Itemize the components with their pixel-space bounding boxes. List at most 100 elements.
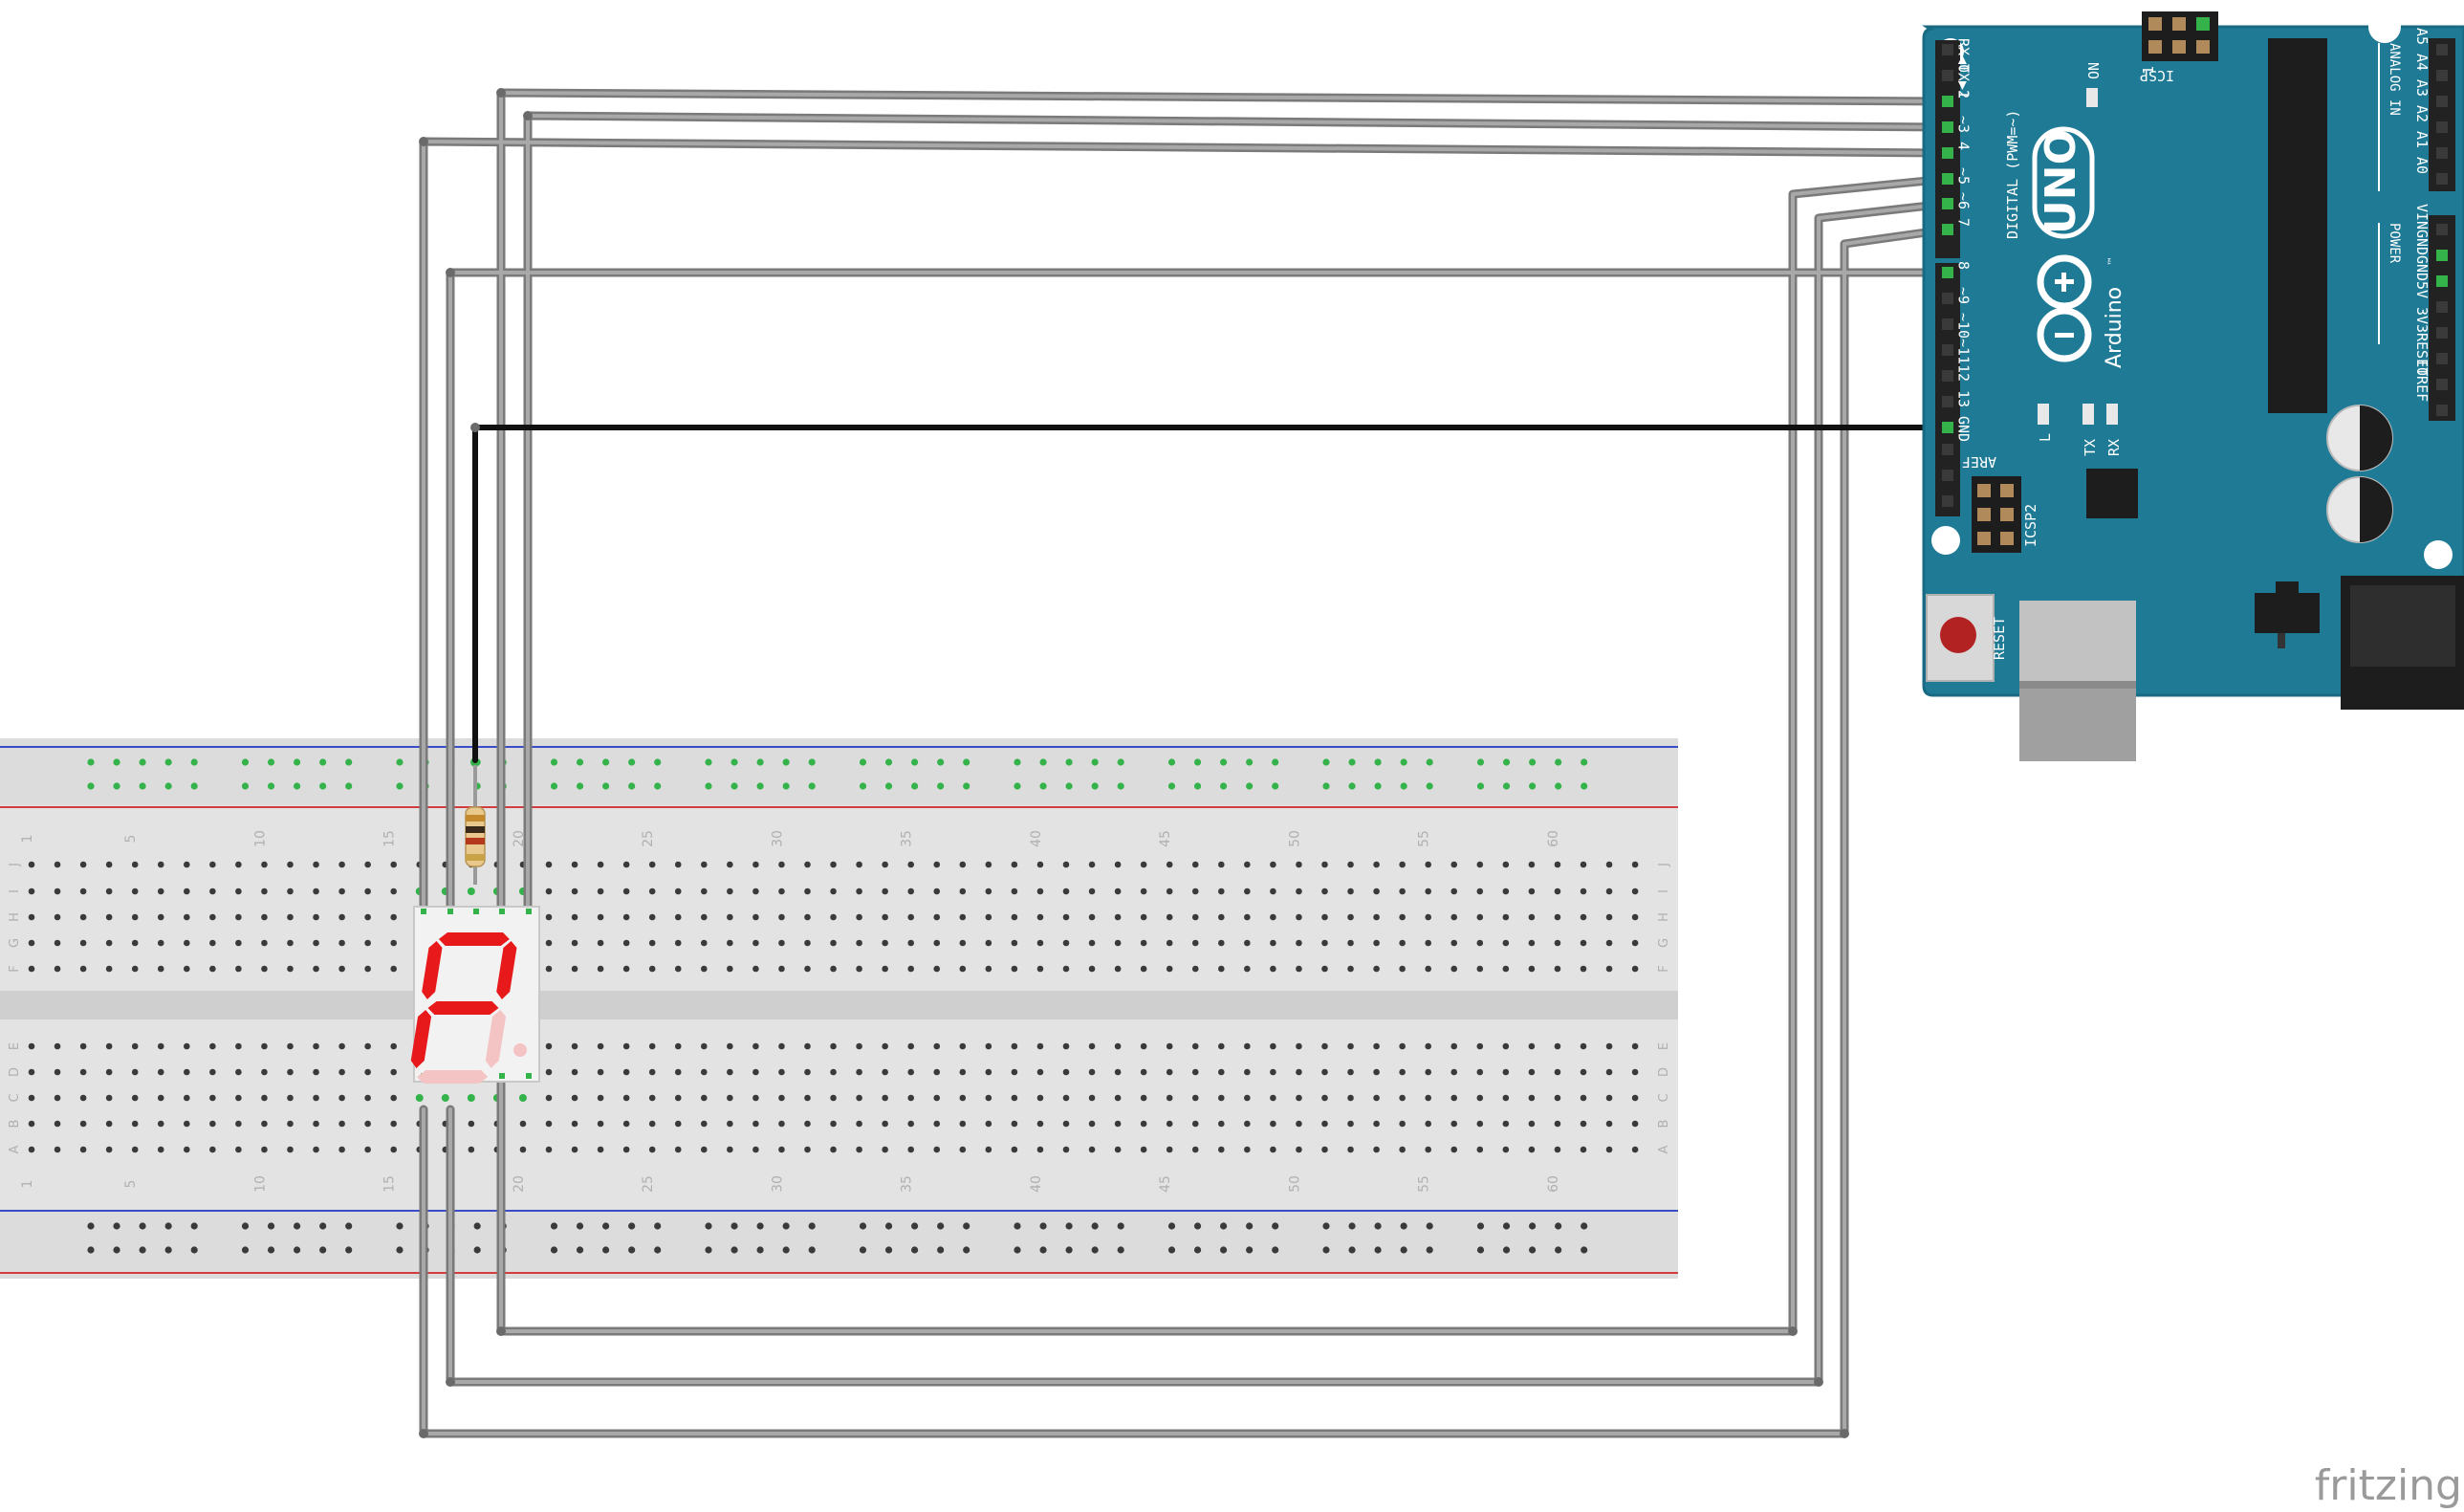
breadboard-hole	[1191, 1042, 1199, 1050]
rail-hole	[1167, 1222, 1176, 1230]
breadboard-hole	[1191, 913, 1199, 921]
power-pin[interactable]	[2436, 327, 2448, 339]
power-pin[interactable]	[2436, 379, 2448, 390]
breadboard-hole	[1528, 1146, 1536, 1153]
rail-hole	[1426, 1222, 1433, 1230]
breadboard-hole	[933, 913, 941, 921]
analog-pin[interactable]	[2436, 44, 2448, 55]
breadboard-hole	[804, 939, 811, 947]
digital-pin-label: ~3	[1955, 116, 1973, 133]
digital-pin[interactable]	[1942, 224, 1953, 235]
rail-hole	[550, 1246, 558, 1254]
digital-pin[interactable]	[1942, 318, 1953, 330]
power-pin[interactable]	[2436, 301, 2448, 313]
segment-e	[410, 1010, 432, 1068]
rail-hole	[87, 758, 95, 766]
breadboard-hole	[622, 1120, 630, 1128]
column-number-bottom: 50	[1287, 1175, 1302, 1193]
breadboard-hole	[519, 1120, 527, 1128]
breadboard-hole	[959, 1068, 967, 1076]
digital-pin[interactable]	[1942, 267, 1953, 278]
column-number-top: 40	[1029, 830, 1044, 847]
rail-hole	[859, 1222, 867, 1230]
breadboard-hole	[1218, 1094, 1225, 1102]
breadboard-hole	[545, 939, 553, 947]
breadboard-hole	[597, 1094, 604, 1102]
breadboard-hole	[1036, 1120, 1044, 1128]
breadboard-hole	[1244, 1042, 1251, 1050]
breadboard-hole	[364, 1094, 371, 1102]
breadboard-hole	[1502, 1094, 1510, 1102]
breadboard-hole	[985, 965, 992, 973]
rail-hole	[808, 782, 816, 790]
resistor-band-1	[466, 815, 485, 822]
breadboard-hole	[235, 913, 242, 921]
digital-pin[interactable]	[1942, 293, 1953, 304]
on-led	[2086, 88, 2098, 107]
row-letter: D	[1657, 1067, 1671, 1077]
rail-hole	[782, 1246, 790, 1254]
digital-pin[interactable]	[1942, 370, 1953, 382]
power-pin[interactable]	[2436, 275, 2448, 287]
rail-hole	[808, 1222, 816, 1230]
digital-pin[interactable]	[1942, 422, 1953, 433]
digital-pin[interactable]	[1942, 198, 1953, 209]
column-number-bottom: 35	[900, 1175, 915, 1193]
breadboard-hole	[1088, 861, 1096, 868]
power-pin[interactable]	[2436, 224, 2448, 235]
digital-pin[interactable]	[1942, 344, 1953, 356]
digital-pin[interactable]	[1942, 147, 1953, 159]
rail-hole	[1193, 758, 1202, 766]
power-pin[interactable]	[2436, 353, 2448, 364]
analog-pin[interactable]	[2436, 173, 2448, 185]
breadboard-hole	[1270, 1042, 1276, 1050]
breadboard-hole	[1631, 861, 1639, 868]
digital-pin[interactable]	[1942, 96, 1953, 107]
breadboard: 1155101015152020252530303535404045455050…	[0, 738, 1678, 1279]
breadboard-hole	[856, 939, 862, 947]
breadboard-hole	[985, 1146, 992, 1153]
analog-pin[interactable]	[2436, 96, 2448, 107]
breadboard-hole	[1114, 939, 1122, 947]
breadboard-hole	[597, 887, 604, 895]
resistor	[465, 765, 486, 885]
digital-pin[interactable]	[1942, 44, 1953, 55]
rail-hole	[1529, 758, 1537, 766]
digital-pin[interactable]	[1942, 70, 1953, 81]
breadboard-hole	[1528, 1042, 1536, 1050]
breadboard-hole	[313, 1042, 319, 1050]
rail-hole	[576, 758, 584, 766]
rail-hole	[859, 1246, 867, 1254]
breadboard-hole	[1347, 1146, 1354, 1153]
breadboard-hole	[1244, 1068, 1251, 1076]
breadboard-hole	[1011, 887, 1018, 895]
column-number-top: 30	[770, 830, 785, 847]
digital-pin[interactable]	[1942, 173, 1953, 185]
breadboard-hole	[1140, 861, 1147, 868]
rail-hole	[1476, 758, 1485, 766]
breadboard-hole	[105, 861, 113, 868]
breadboard-hole	[856, 1146, 862, 1153]
breadboard-hole	[313, 1146, 319, 1153]
rail-hole	[345, 1246, 353, 1254]
breadboard-hole	[571, 887, 578, 895]
breadboard-hole	[1321, 939, 1328, 947]
fritzing-watermark: fritzing	[2315, 1461, 2462, 1510]
analog-pin[interactable]	[2436, 147, 2448, 159]
rail-hole	[1065, 1246, 1073, 1254]
breadboard-hole	[1476, 1094, 1484, 1102]
breadboard-hole	[701, 939, 708, 947]
power-pin[interactable]	[2436, 250, 2448, 261]
breadboard-hole	[1605, 861, 1613, 868]
analog-pin[interactable]	[2436, 70, 2448, 81]
breadboard-hole	[571, 939, 578, 947]
rail-hole	[654, 1246, 662, 1254]
breadboard-hole	[727, 913, 733, 921]
breadboard-hole	[1554, 861, 1561, 868]
digital-pin[interactable]	[1942, 396, 1953, 407]
digital-pin[interactable]	[1942, 121, 1953, 133]
analog-pin[interactable]	[2436, 121, 2448, 133]
breadboard-hole	[907, 939, 914, 947]
breadboard-hole	[804, 1042, 811, 1050]
breadboard-hole	[545, 1068, 553, 1076]
